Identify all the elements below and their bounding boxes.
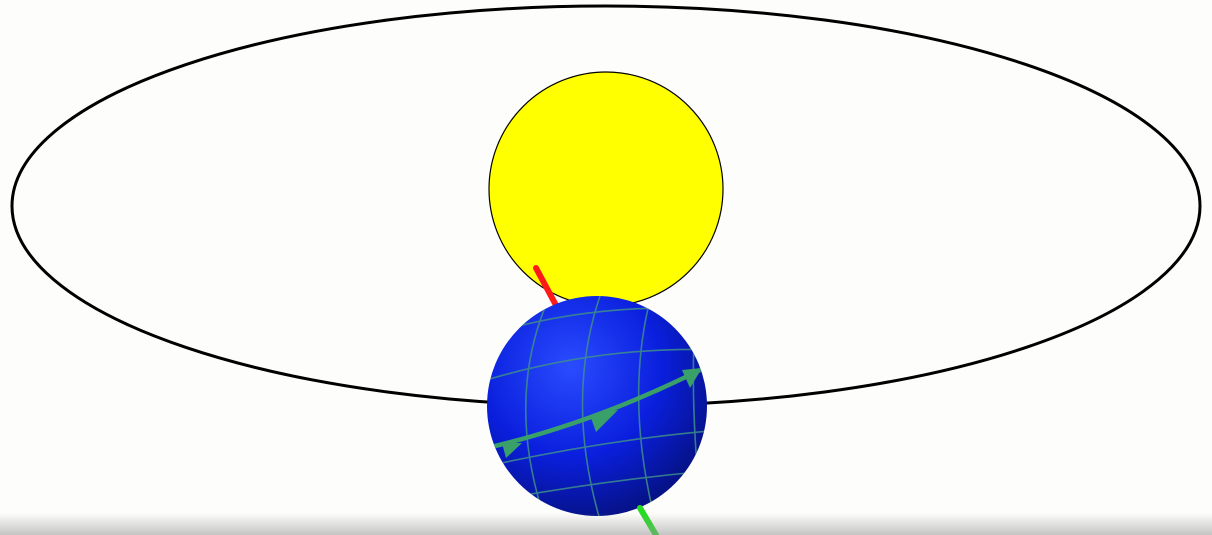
rotation-arrow — [487, 367, 702, 458]
rotation-arrowhead-left — [502, 443, 522, 458]
rotation-axis-south — [637, 505, 659, 535]
earth — [487, 296, 707, 516]
earth-globe — [487, 296, 707, 516]
sun — [488, 71, 724, 307]
rotation-arrowhead-middle — [590, 410, 618, 432]
rotation-arrowhead-right — [682, 368, 702, 388]
